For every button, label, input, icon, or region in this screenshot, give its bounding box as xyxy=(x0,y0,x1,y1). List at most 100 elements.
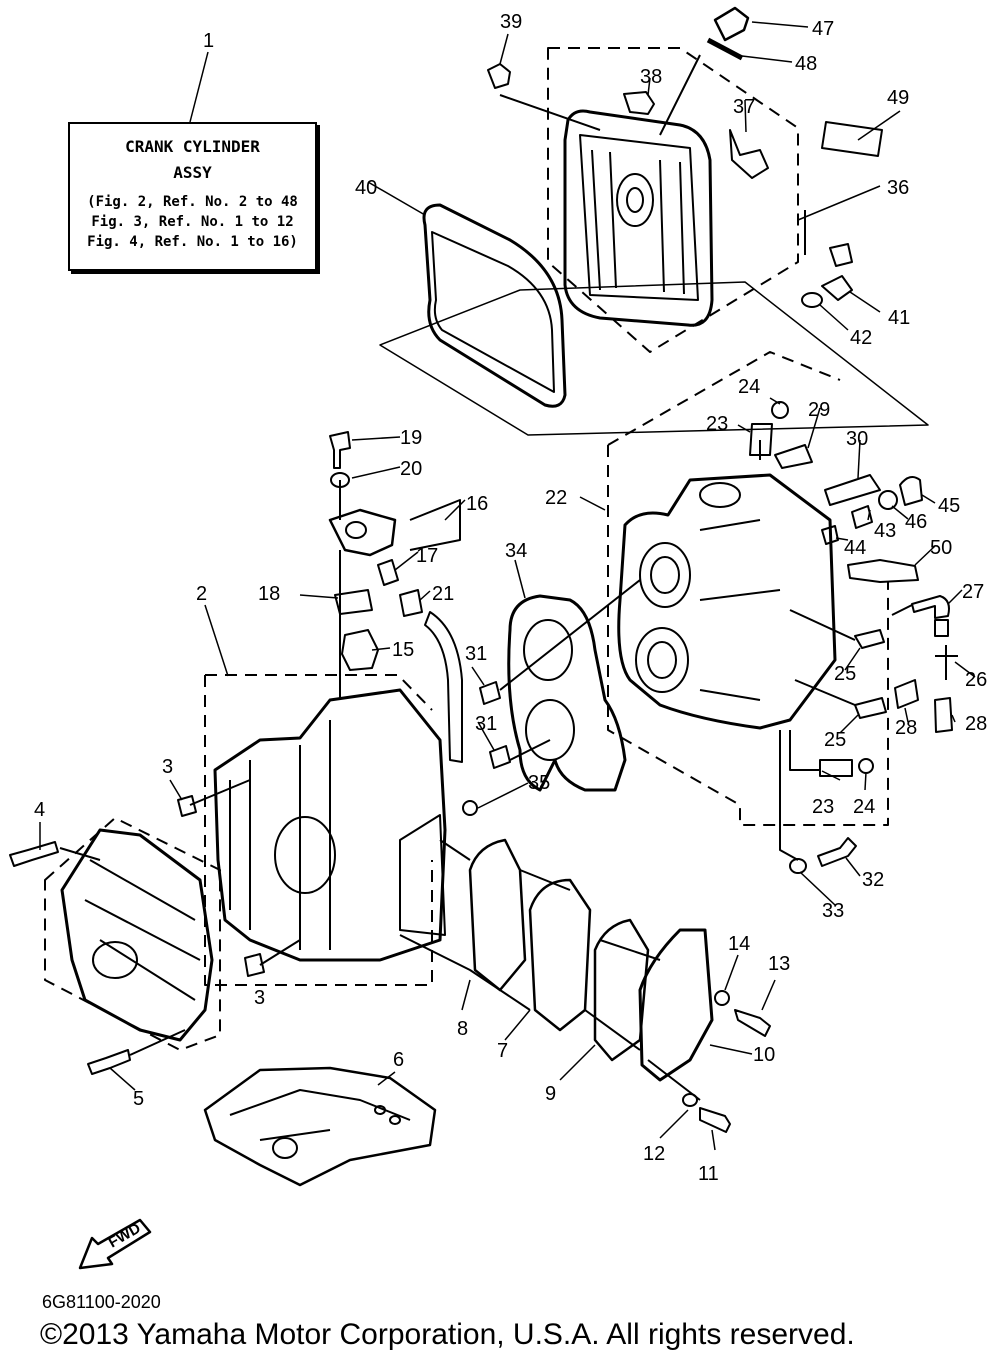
callout-18: 18 xyxy=(258,583,280,605)
cover-dashed-frame xyxy=(547,47,799,353)
washer-14 xyxy=(714,990,730,1006)
tee-26 xyxy=(935,645,958,680)
callout-41: 41 xyxy=(888,307,910,329)
head-gasket-group xyxy=(462,579,641,816)
assy-ref-line: (Fig. 2, Ref. No. 2 to 48 xyxy=(87,194,298,210)
head-dashed-frame xyxy=(607,351,889,826)
block-dashed-frame xyxy=(204,674,433,986)
cap-oring xyxy=(706,37,744,61)
bolt-32 xyxy=(817,837,857,867)
drawing-code: 6G81100-2020 xyxy=(42,1292,161,1312)
callout-leaders xyxy=(39,21,976,1151)
fwd-arrow xyxy=(78,1218,152,1270)
callout-23b: 23 xyxy=(812,796,834,818)
spark-plug-50 xyxy=(847,559,919,583)
callout-46: 46 xyxy=(905,511,927,533)
callout-49: 49 xyxy=(887,87,909,109)
cylinder-block-group xyxy=(177,674,447,986)
callout-33: 33 xyxy=(822,900,844,922)
callout-14: 14 xyxy=(728,933,750,955)
callout-37: 37 xyxy=(733,96,755,118)
bolt-38 xyxy=(623,91,655,115)
bolt-4 xyxy=(9,841,59,867)
bolt-37 xyxy=(729,129,769,179)
callout-15: 15 xyxy=(392,639,414,661)
callout-32: 32 xyxy=(862,869,884,891)
washer-42 xyxy=(801,292,823,308)
callout-25a: 25 xyxy=(834,663,856,685)
bolt-19 xyxy=(329,431,351,469)
callout-48: 48 xyxy=(795,53,817,75)
callout-28a: 28 xyxy=(895,717,917,739)
assembly-reference-box: CRANK CYLINDER ASSY (Fig. 2, Ref. No. 2 … xyxy=(68,122,317,271)
callout-25b: 25 xyxy=(824,729,846,751)
label-49-plate xyxy=(821,121,883,157)
plate-7 xyxy=(528,878,592,1032)
plug-44 xyxy=(821,525,839,545)
callout-47: 47 xyxy=(812,18,834,40)
oil-filler-cap xyxy=(713,6,750,42)
cover-gasket-40 xyxy=(422,203,567,408)
cylinder-head-cover-group xyxy=(379,6,929,436)
cylinder-head-group xyxy=(607,351,958,874)
callout-8: 8 xyxy=(457,1018,468,1040)
copyright-notice: ©2013 Yamaha Motor Corporation, U.S.A. A… xyxy=(40,1318,855,1351)
cap-27b xyxy=(934,619,949,637)
cylinder-head xyxy=(617,473,837,730)
callout-34: 34 xyxy=(505,540,527,562)
callout-24b: 24 xyxy=(853,796,875,818)
callout-10: 10 xyxy=(753,1044,775,1066)
callout-7: 7 xyxy=(497,1040,508,1062)
callout-12: 12 xyxy=(643,1143,665,1165)
clip-24a xyxy=(771,401,789,419)
callout-31a: 31 xyxy=(465,643,487,665)
oring-35 xyxy=(462,800,478,816)
washer-33 xyxy=(789,858,807,874)
callout-1: 1 xyxy=(203,30,214,52)
bolt-11 xyxy=(699,1107,731,1133)
dowel-31a xyxy=(479,681,501,705)
callout-43: 43 xyxy=(874,520,896,542)
dowel-31b xyxy=(489,745,511,769)
callout-2: 2 xyxy=(196,583,207,605)
elbow-27 xyxy=(911,595,950,619)
exhaust-cover-group xyxy=(399,838,771,1133)
callout-45: 45 xyxy=(938,495,960,517)
sleeve-23a xyxy=(749,423,773,456)
bolt-41 xyxy=(821,243,853,301)
callout-numbers: 1 2 3 3 4 5 6 7 8 9 10 11 12 13 14 15 16… xyxy=(34,11,987,1185)
bolt-39 xyxy=(487,63,511,89)
fitting-45 xyxy=(899,475,923,506)
oring-46 xyxy=(878,490,898,510)
callout-23a: 23 xyxy=(706,413,728,435)
fitting-25b xyxy=(854,697,887,719)
callout-40: 40 xyxy=(355,177,377,199)
callout-29: 29 xyxy=(808,399,830,421)
callout-17: 17 xyxy=(416,545,438,567)
gasket-dashed-frame xyxy=(379,281,929,436)
callout-36: 36 xyxy=(887,177,909,199)
callout-35: 35 xyxy=(528,772,550,794)
crankcase-dashed-frame xyxy=(44,817,221,1051)
callout-38: 38 xyxy=(640,66,662,88)
assy-title-line1: CRANK CYLINDER xyxy=(125,137,260,156)
callout-6: 6 xyxy=(393,1049,404,1071)
hose-28a xyxy=(894,679,919,709)
dowel-3b xyxy=(244,953,265,977)
callout-30: 30 xyxy=(846,428,868,450)
assy-ref-line: Fig. 3, Ref. No. 1 to 12 xyxy=(91,214,294,230)
thermostat-cover-16 xyxy=(328,508,397,557)
callout-39: 39 xyxy=(500,11,522,33)
callout-21: 21 xyxy=(432,583,454,605)
callout-42: 42 xyxy=(850,327,872,349)
gasket-18 xyxy=(334,589,373,615)
callout-20: 20 xyxy=(400,458,422,480)
gasket-8 xyxy=(468,838,527,992)
hose-21 xyxy=(399,589,423,617)
clip-24b xyxy=(858,758,874,774)
hose-line xyxy=(424,611,463,763)
callout-9: 9 xyxy=(545,1083,556,1105)
bolt-5 xyxy=(87,1049,131,1075)
thermostat-group xyxy=(328,431,463,763)
